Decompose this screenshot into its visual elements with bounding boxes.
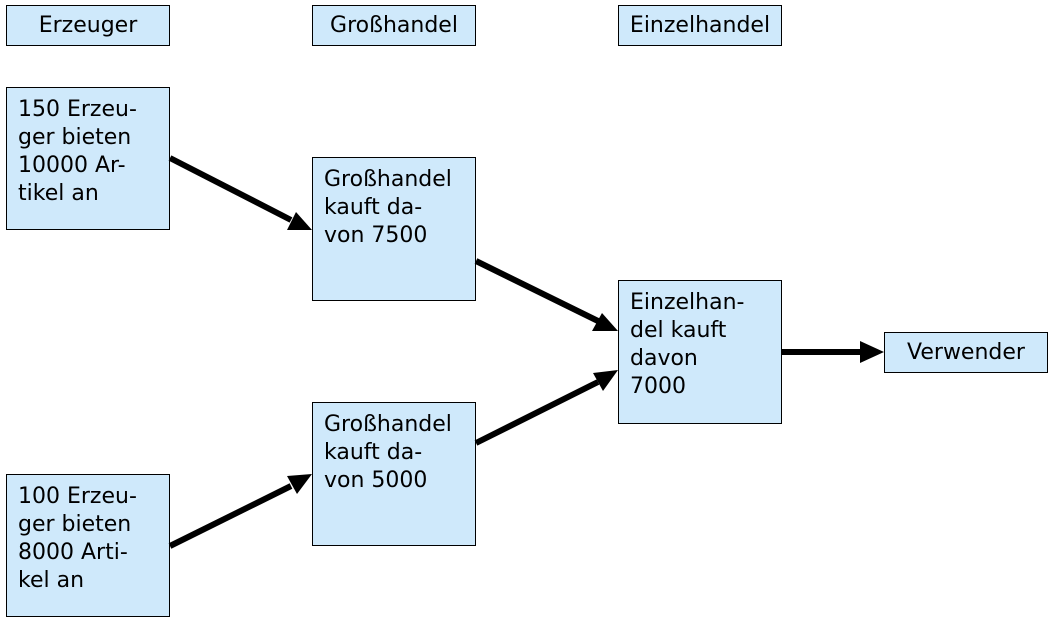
node-grosshandel-bottom: Großhandel kauft da- von 5000 bbox=[312, 402, 476, 546]
node-text-line: Großhandel bbox=[324, 167, 452, 192]
node-text-line: 10000 Ar- bbox=[18, 153, 126, 178]
node-text-line: 150 Erzeu- bbox=[18, 97, 137, 122]
node-text-line: davon bbox=[630, 346, 698, 371]
node-verwender: Verwender bbox=[884, 332, 1048, 373]
node-text-line: kauft da- bbox=[324, 440, 423, 465]
node-text-line: 7000 bbox=[630, 374, 686, 399]
node-text-line: del kauft bbox=[630, 318, 727, 343]
node-text-line: von 7500 bbox=[324, 223, 428, 248]
node-text-line: kel an bbox=[18, 568, 85, 593]
header-einzelhandel: Einzelhandel bbox=[618, 5, 782, 46]
node-text-line: Großhandel bbox=[324, 412, 452, 437]
node-text-line: 8000 Arti- bbox=[18, 540, 128, 565]
node-text-line: 100 Erzeu- bbox=[18, 484, 137, 509]
arrowhead-icon bbox=[287, 474, 312, 494]
header-grosshandel: Großhandel bbox=[312, 5, 476, 46]
node-text-line: ger bieten bbox=[18, 512, 132, 537]
node-erzeuger-bottom: 100 Erzeu- ger bieten 8000 Arti- kel an bbox=[6, 474, 170, 617]
arrow-grosshandel-bottom-from-erzeuger-bottom bbox=[168, 483, 293, 549]
arrowhead-icon bbox=[593, 370, 618, 391]
arrowhead-icon bbox=[287, 212, 312, 230]
node-text-line: Einzelhan- bbox=[630, 290, 745, 315]
node-einzelhandel: Einzelhan- del kauft davon 7000 bbox=[618, 280, 782, 424]
arrowhead-icon bbox=[592, 313, 618, 331]
arrowhead-icon bbox=[860, 341, 884, 363]
arrow-grosshandel-top-to-einzelhandel bbox=[474, 258, 600, 324]
node-erzeuger-top: 150 Erzeu- ger bieten 10000 Ar- tikel an bbox=[6, 87, 170, 230]
node-text-line: von 5000 bbox=[324, 468, 428, 493]
arrow-erzeuger-top-to-grosshandel-top bbox=[168, 155, 293, 223]
node-text-line: kauft da- bbox=[324, 195, 423, 220]
node-text-line: ger bieten bbox=[18, 125, 132, 150]
node-grosshandel-top: Großhandel kauft da- von 7500 bbox=[312, 157, 476, 301]
arrow-grosshandel-bottom-to-einzelhandel bbox=[474, 379, 600, 446]
header-erzeuger: Erzeuger bbox=[6, 5, 170, 46]
node-text-line: tikel an bbox=[18, 181, 99, 206]
